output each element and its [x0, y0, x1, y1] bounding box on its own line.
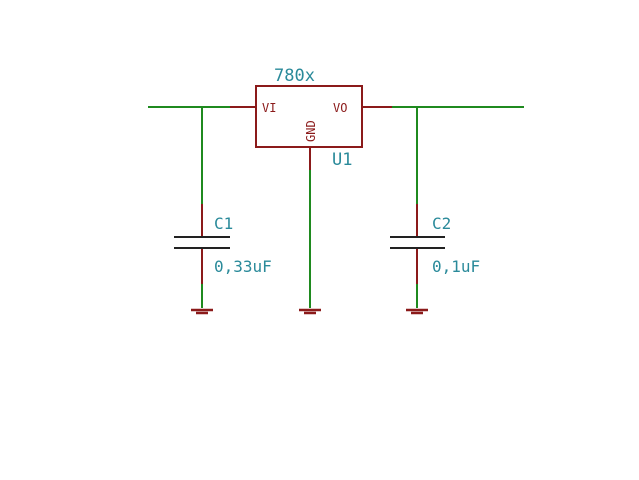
ground-symbol-u1: [299, 308, 321, 315]
c2-value-label: 0,1uF: [432, 257, 480, 276]
c1-ref-label: C1: [214, 214, 233, 233]
u1-regulator-body: [255, 85, 363, 148]
c1-value-label: 0,33uF: [214, 257, 272, 276]
u1-vi-label: VI: [262, 101, 276, 115]
u1-part-label: 780x: [274, 66, 315, 86]
u1-gnd-label: GND: [304, 120, 318, 142]
u1-vo-label: VO: [333, 101, 347, 115]
c2-ref-label: C2: [432, 214, 451, 233]
u1-ref-label: U1: [332, 150, 352, 170]
ground-symbol-c2: [406, 308, 428, 315]
ground-symbol-c1: [191, 308, 213, 315]
